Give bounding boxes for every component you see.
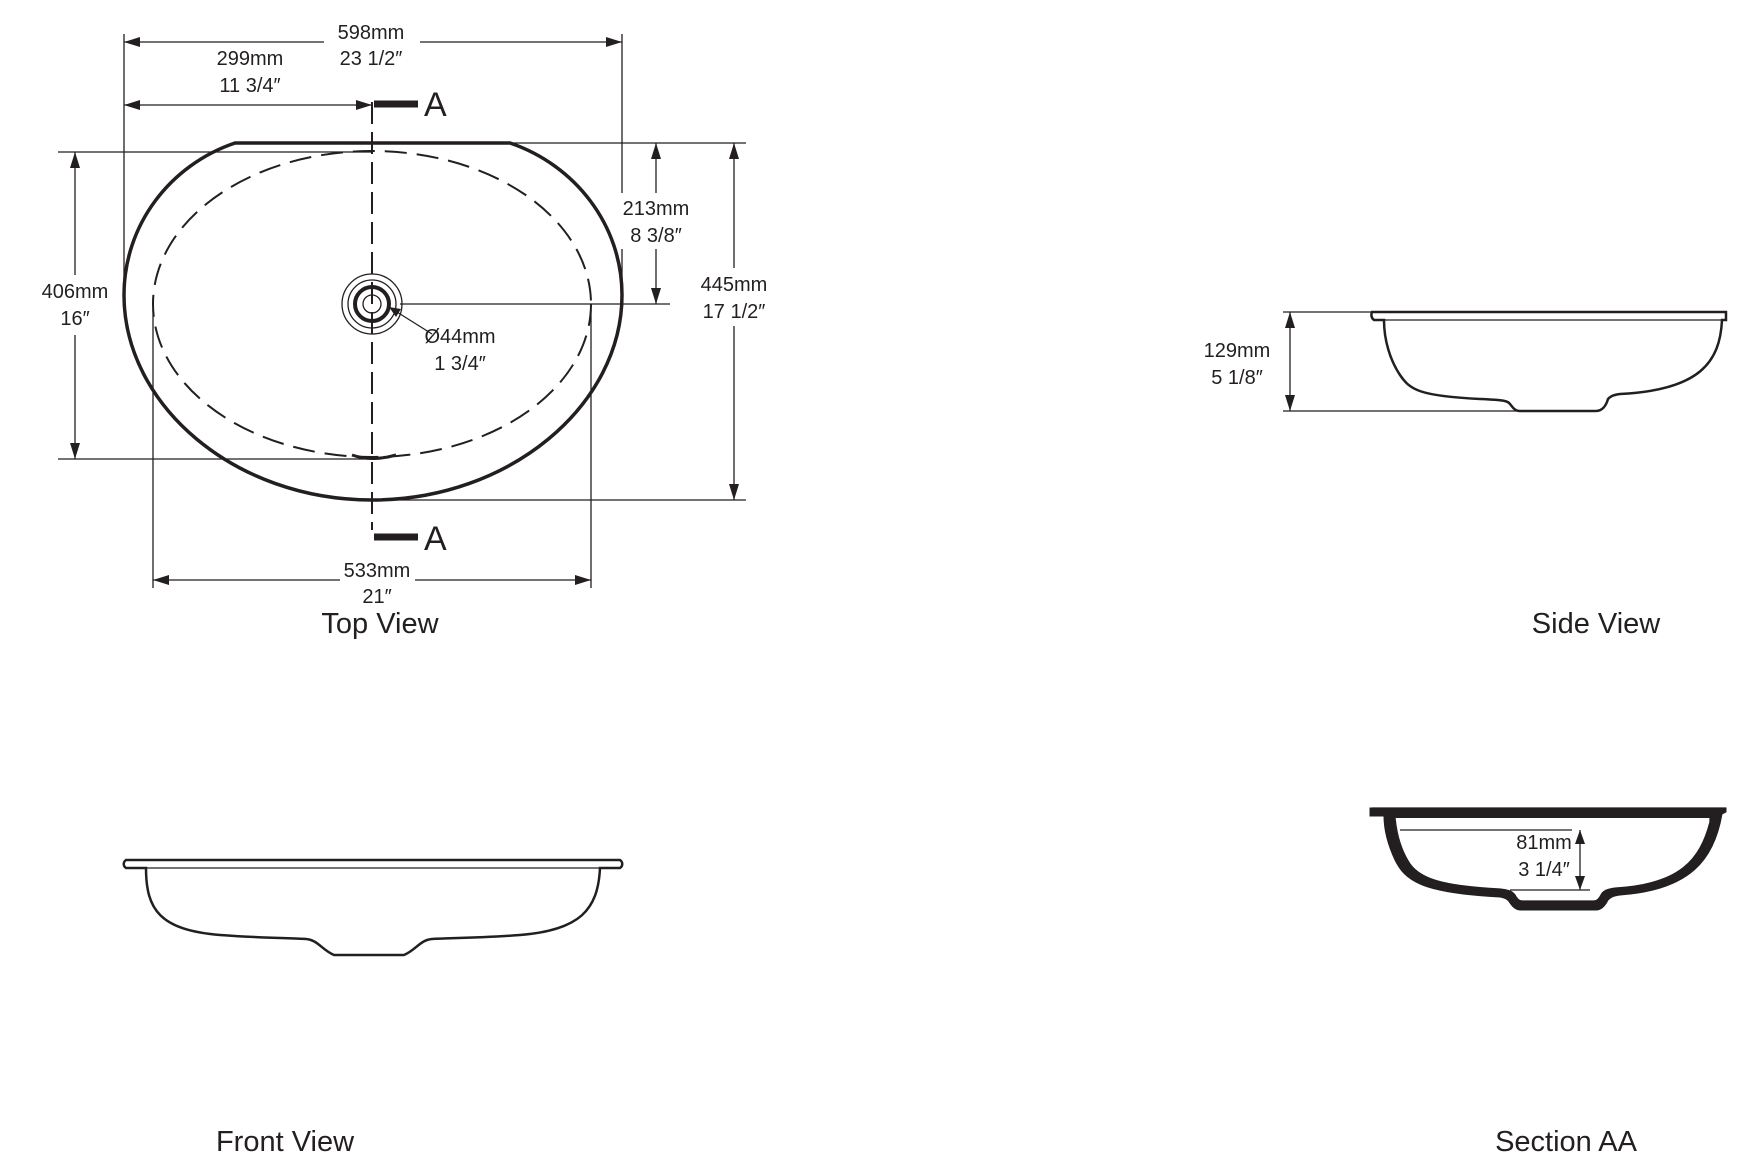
half-width-in: 11 3/4″ xyxy=(219,75,280,97)
inner-depth-in: 16″ xyxy=(60,308,89,330)
overall-width-in: 23 1/2″ xyxy=(340,48,403,70)
arrowhead xyxy=(651,143,661,159)
arrowhead xyxy=(356,100,372,110)
top-view-title: Top View xyxy=(321,608,439,640)
arrowhead xyxy=(1575,876,1585,890)
arrowhead xyxy=(1285,395,1295,411)
inner-depth-mm: 406mm xyxy=(42,281,109,303)
overflow-slot xyxy=(351,453,397,460)
half-width-mm: 299mm xyxy=(217,48,284,70)
arrowhead xyxy=(124,37,140,47)
drain-dia-in: 1 3/4″ xyxy=(434,353,486,375)
side-view-title: Side View xyxy=(1532,608,1661,640)
section-aa-title: Section AA xyxy=(1495,1126,1638,1158)
arrowhead xyxy=(70,443,80,459)
section-marker-top-label: A xyxy=(424,86,447,124)
inner-width-mm: 533mm xyxy=(344,560,411,582)
section-marker-bottom-label: A xyxy=(424,520,447,558)
arrowhead xyxy=(575,575,591,585)
top-view: A A 598mm 23 1/2″ 299mm 11 3/ xyxy=(36,22,776,640)
overall-depth-in: 17 1/2″ xyxy=(703,301,766,323)
arrowhead xyxy=(1575,830,1585,844)
arrowhead xyxy=(70,152,80,168)
front-view-outline xyxy=(122,858,624,957)
arrowhead xyxy=(651,288,661,304)
arrowhead xyxy=(389,307,401,317)
side-height-in: 5 1/8″ xyxy=(1211,367,1263,389)
drain-dia-mm: Ø44mm xyxy=(424,326,495,348)
overall-width-mm: 598mm xyxy=(338,22,405,44)
arrowhead xyxy=(1285,312,1295,328)
arrowhead xyxy=(606,37,622,47)
arrowhead xyxy=(153,575,169,585)
drain-offset-in: 8 3/8″ xyxy=(630,225,682,247)
inner-width-in: 21″ xyxy=(362,586,391,608)
overall-depth-mm: 445mm xyxy=(701,274,768,296)
side-view: 129mm 5 1/8″ Side View xyxy=(1204,310,1728,640)
drain-offset-mm: 213mm xyxy=(623,198,690,220)
section-depth-mm: 81mm xyxy=(1516,832,1572,854)
arrowhead xyxy=(124,100,140,110)
side-height-mm: 129mm xyxy=(1204,340,1271,362)
front-view-title: Front View xyxy=(216,1126,355,1158)
section-aa: 81mm 3 1/4″ Section AA xyxy=(1369,807,1727,1158)
section-depth-in: 3 1/4″ xyxy=(1518,859,1570,881)
arrowhead xyxy=(729,484,739,500)
side-view-outline xyxy=(1370,310,1728,413)
front-view: Front View xyxy=(122,858,624,1158)
arrowhead xyxy=(729,143,739,159)
